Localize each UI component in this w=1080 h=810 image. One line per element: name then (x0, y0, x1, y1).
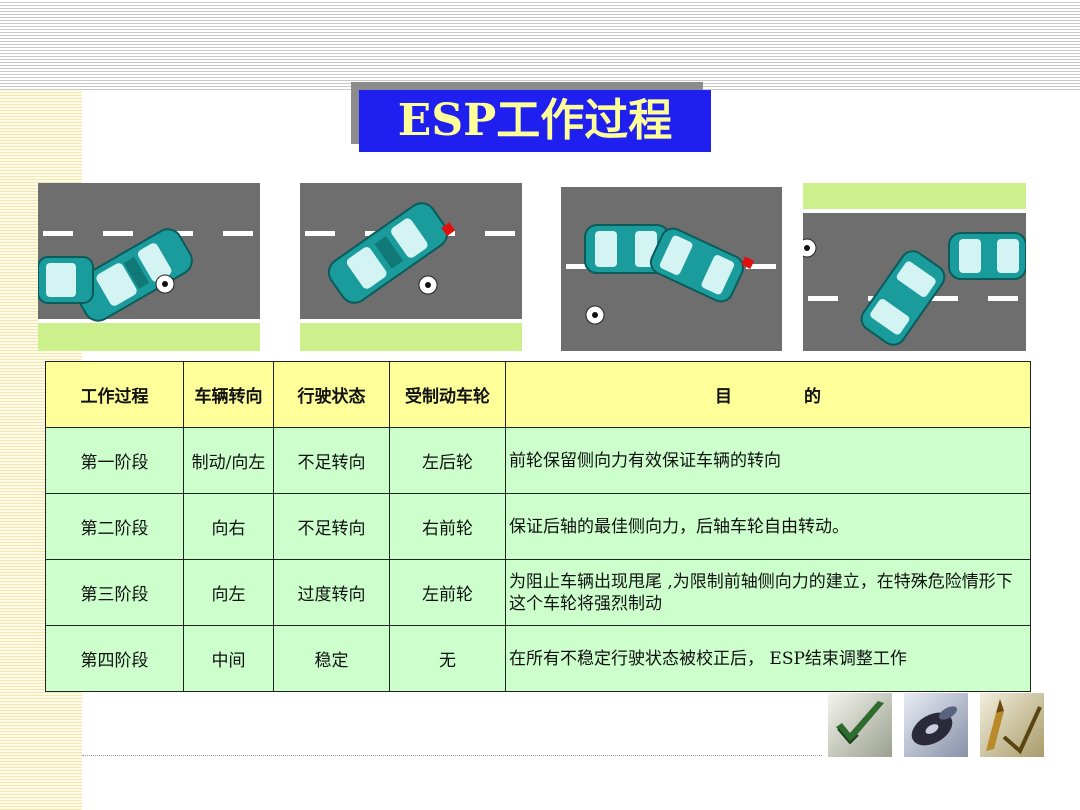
wheel-cell: 无 (389, 625, 506, 692)
table-row: 第四阶段 中间 稳定 无 在所有不稳定行驶状态被校正后， ESP结束调整工作 (45, 625, 1031, 692)
table-header-row: 工作过程 车辆转向 行驶状态 受制动车轮 目的 (45, 361, 1031, 428)
purpose-cell: 前轮保留侧向力有效保证车辆的转向 (505, 427, 1031, 494)
car-icon (64, 228, 193, 322)
car-icon (948, 232, 1026, 280)
footer-dotted-line (82, 755, 822, 756)
state-cell: 过度转向 (273, 559, 390, 626)
car-icon (584, 224, 670, 274)
purpose-cell: 保证后轴的最佳侧向力，后轴车轮自由转动。 (505, 493, 1031, 560)
stage-cell: 第一阶段 (45, 427, 184, 494)
steer-cell: 向左 (183, 559, 274, 626)
scene-stage-4 (803, 183, 1026, 351)
purpose-cell: 为阻止车辆出现甩尾 ,为限制前轴侧向力的建立，在特殊危险情形下这个车轮将强烈制动 (505, 559, 1031, 626)
purpose-cell: 在所有不稳定行驶状态被校正后， ESP结束调整工作 (505, 625, 1031, 692)
stage-cell: 第二阶段 (45, 493, 184, 560)
pen-icon (980, 693, 1044, 757)
steer-cell: 中间 (183, 625, 274, 692)
header-cell: 工作过程 (45, 361, 184, 428)
ball-icon (418, 275, 438, 295)
header-cell: 车辆转向 (183, 361, 274, 428)
scene-stage-1 (38, 183, 260, 351)
table-row: 第二阶段 向右 不足转向 右前轮 保证后轴的最佳侧向力，后轴车轮自由转动。 (45, 493, 1031, 560)
checkmark-icon (828, 693, 892, 757)
state-cell: 不足转向 (273, 427, 390, 494)
state-cell: 稳定 (273, 625, 390, 692)
wheel-cell: 左后轮 (389, 427, 506, 494)
esp-process-table: 工作过程 车辆转向 行驶状态 受制动车轮 目的 第一阶段 制动/向左 不足转向 … (45, 361, 1031, 692)
header-cell: 受制动车轮 (389, 361, 506, 428)
steer-cell: 向右 (183, 493, 274, 560)
car-icon (38, 256, 94, 304)
ball-icon (803, 238, 817, 258)
scene-stage-2 (300, 183, 522, 351)
steer-cell: 制动/向左 (183, 427, 274, 494)
slide-title: ESP工作过程 (359, 90, 711, 152)
header-cell: 行驶状态 (273, 361, 390, 428)
stage-cell: 第四阶段 (45, 625, 184, 692)
ball-icon (585, 305, 605, 325)
top-stripe-decoration (0, 0, 1080, 90)
purpose-header-part: 的 (804, 387, 821, 407)
wheel-cell: 右前轮 (389, 493, 506, 560)
purpose-header-part: 目 (715, 387, 732, 407)
state-cell: 不足转向 (273, 493, 390, 560)
scene-stage-3 (561, 183, 782, 351)
wheel-cell: 左前轮 (389, 559, 506, 626)
car-icon (649, 227, 755, 303)
table-row: 第三阶段 向左 过度转向 左前轮 为阻止车辆出现甩尾 ,为限制前轴侧向力的建立，… (45, 559, 1031, 626)
table-row: 第一阶段 制动/向左 不足转向 左后轮 前轮保留侧向力有效保证车辆的转向 (45, 427, 1031, 494)
car-icon (860, 250, 946, 346)
disc-icon (904, 693, 968, 757)
ball-icon (155, 274, 175, 294)
car-icon (327, 202, 456, 304)
stage-cell: 第三阶段 (45, 559, 184, 626)
header-cell-purpose: 目的 (505, 361, 1031, 428)
